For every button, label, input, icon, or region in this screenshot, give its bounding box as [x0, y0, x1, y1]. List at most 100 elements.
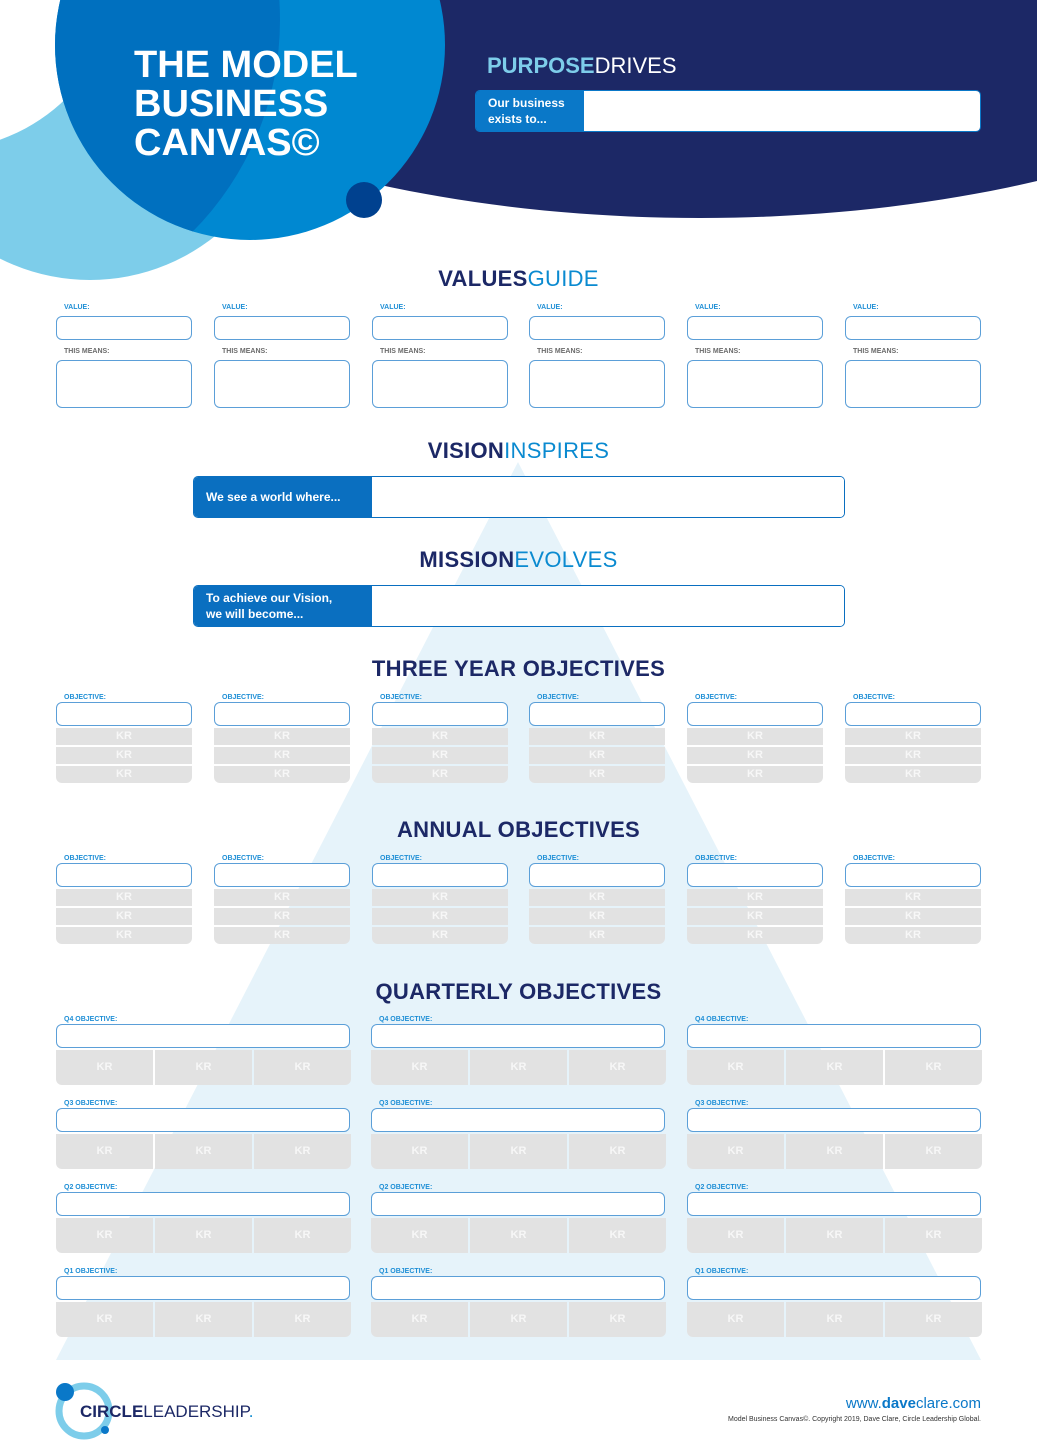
key-result-field[interactable]: KR: [845, 908, 981, 925]
quarter-objective-input[interactable]: [371, 1276, 665, 1300]
key-result-field[interactable]: KR: [569, 1218, 666, 1253]
key-result-field[interactable]: KR: [786, 1050, 883, 1085]
value-input[interactable]: [214, 316, 350, 340]
key-result-field[interactable]: KR: [371, 1302, 468, 1337]
key-result-field[interactable]: KR: [529, 728, 665, 745]
key-result-field[interactable]: KR: [214, 908, 350, 925]
key-result-field[interactable]: KR: [155, 1302, 252, 1337]
key-result-field[interactable]: KR: [687, 1050, 784, 1085]
quarter-objective-input[interactable]: [371, 1108, 665, 1132]
key-result-field[interactable]: KR: [214, 747, 350, 764]
objective-input[interactable]: [845, 702, 981, 726]
key-result-field[interactable]: KR: [687, 728, 823, 745]
key-result-field[interactable]: KR: [155, 1050, 252, 1085]
key-result-field[interactable]: KR: [687, 1134, 784, 1169]
key-result-field[interactable]: KR: [569, 1050, 666, 1085]
objective-input[interactable]: [214, 863, 350, 887]
this-means-input[interactable]: [529, 360, 665, 408]
value-input[interactable]: [56, 316, 192, 340]
key-result-field[interactable]: KR: [56, 1302, 153, 1337]
key-result-field[interactable]: KR: [470, 1134, 567, 1169]
quarter-objective-input[interactable]: [371, 1192, 665, 1216]
quarter-objective-input[interactable]: [56, 1024, 350, 1048]
key-result-field[interactable]: KR: [254, 1050, 351, 1085]
key-result-field[interactable]: KR: [371, 1134, 468, 1169]
key-result-field[interactable]: KR: [372, 889, 508, 906]
key-result-field[interactable]: KR: [254, 1218, 351, 1253]
key-result-field[interactable]: KR: [56, 728, 192, 745]
this-means-input[interactable]: [214, 360, 350, 408]
objective-input[interactable]: [372, 702, 508, 726]
key-result-field[interactable]: KR: [529, 927, 665, 944]
key-result-field[interactable]: KR: [371, 1050, 468, 1085]
mission-field[interactable]: To achieve our Vision,we will become...: [193, 585, 845, 627]
key-result-field[interactable]: KR: [56, 1134, 153, 1169]
objective-input[interactable]: [529, 702, 665, 726]
quarter-objective-input[interactable]: [687, 1192, 981, 1216]
objective-input[interactable]: [372, 863, 508, 887]
quarter-objective-input[interactable]: [56, 1276, 350, 1300]
key-result-field[interactable]: KR: [470, 1302, 567, 1337]
key-result-field[interactable]: KR: [56, 889, 192, 906]
key-result-field[interactable]: KR: [56, 1218, 153, 1253]
key-result-field[interactable]: KR: [155, 1134, 252, 1169]
key-result-field[interactable]: KR: [687, 1302, 784, 1337]
key-result-field[interactable]: KR: [214, 728, 350, 745]
key-result-field[interactable]: KR: [56, 1050, 153, 1085]
objective-input[interactable]: [687, 863, 823, 887]
key-result-field[interactable]: KR: [845, 747, 981, 764]
quarter-objective-input[interactable]: [371, 1024, 665, 1048]
key-result-field[interactable]: KR: [786, 1302, 883, 1337]
key-result-field[interactable]: KR: [254, 1134, 351, 1169]
key-result-field[interactable]: KR: [529, 889, 665, 906]
key-result-field[interactable]: KR: [569, 1134, 666, 1169]
quarter-objective-input[interactable]: [687, 1108, 981, 1132]
key-result-field[interactable]: KR: [529, 766, 665, 783]
objective-input[interactable]: [687, 702, 823, 726]
this-means-input[interactable]: [687, 360, 823, 408]
key-result-field[interactable]: KR: [214, 927, 350, 944]
key-result-field[interactable]: KR: [569, 1302, 666, 1337]
key-result-field[interactable]: KR: [687, 908, 823, 925]
key-result-field[interactable]: KR: [687, 889, 823, 906]
key-result-field[interactable]: KR: [214, 766, 350, 783]
objective-input[interactable]: [56, 863, 192, 887]
objective-input[interactable]: [529, 863, 665, 887]
key-result-field[interactable]: KR: [254, 1302, 351, 1337]
key-result-field[interactable]: KR: [56, 747, 192, 764]
key-result-field[interactable]: KR: [470, 1050, 567, 1085]
key-result-field[interactable]: KR: [845, 728, 981, 745]
key-result-field[interactable]: KR: [845, 927, 981, 944]
key-result-field[interactable]: KR: [845, 889, 981, 906]
quarter-objective-input[interactable]: [687, 1024, 981, 1048]
value-input[interactable]: [529, 316, 665, 340]
key-result-field[interactable]: KR: [529, 747, 665, 764]
key-result-field[interactable]: KR: [687, 747, 823, 764]
key-result-field[interactable]: KR: [845, 766, 981, 783]
key-result-field[interactable]: KR: [786, 1218, 883, 1253]
quarter-objective-input[interactable]: [56, 1108, 350, 1132]
vision-field[interactable]: We see a world where...: [193, 476, 845, 518]
key-result-field[interactable]: KR: [155, 1218, 252, 1253]
key-result-field[interactable]: KR: [885, 1302, 982, 1337]
objective-input[interactable]: [214, 702, 350, 726]
key-result-field[interactable]: KR: [470, 1218, 567, 1253]
key-result-field[interactable]: KR: [885, 1050, 982, 1085]
key-result-field[interactable]: KR: [56, 766, 192, 783]
key-result-field[interactable]: KR: [372, 747, 508, 764]
key-result-field[interactable]: KR: [687, 766, 823, 783]
website-link[interactable]: www.daveclare.com: [845, 1395, 981, 1412]
key-result-field[interactable]: KR: [214, 889, 350, 906]
key-result-field[interactable]: KR: [786, 1134, 883, 1169]
key-result-field[interactable]: KR: [687, 927, 823, 944]
key-result-field[interactable]: KR: [529, 908, 665, 925]
value-input[interactable]: [687, 316, 823, 340]
key-result-field[interactable]: KR: [372, 908, 508, 925]
this-means-input[interactable]: [845, 360, 981, 408]
key-result-field[interactable]: KR: [885, 1134, 982, 1169]
objective-input[interactable]: [845, 863, 981, 887]
objective-input[interactable]: [56, 702, 192, 726]
key-result-field[interactable]: KR: [885, 1218, 982, 1253]
key-result-field[interactable]: KR: [56, 927, 192, 944]
